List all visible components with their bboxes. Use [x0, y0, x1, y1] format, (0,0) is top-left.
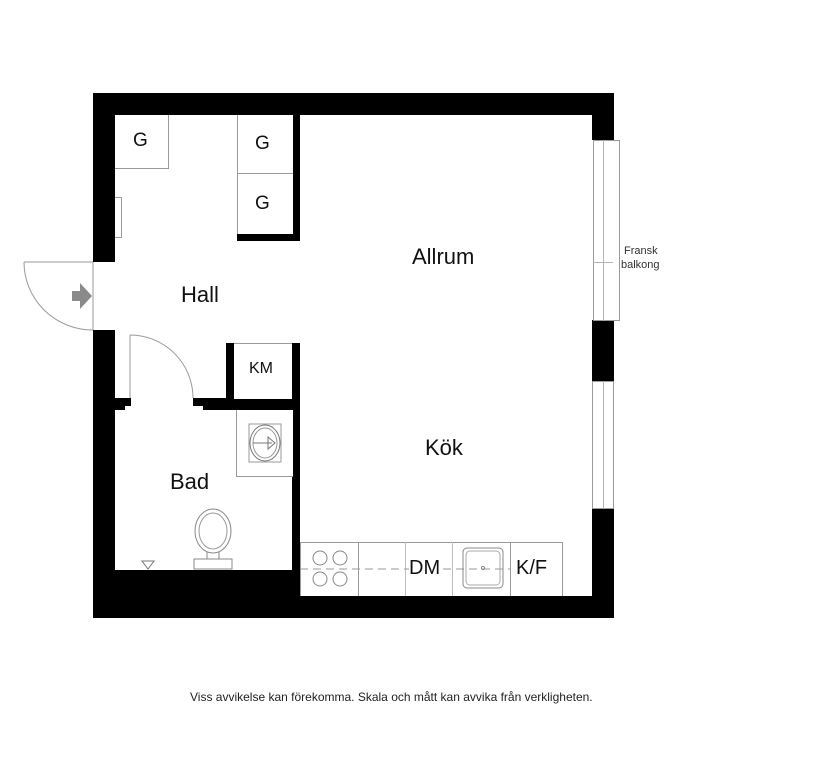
room-label-allrum: Allrum [412, 244, 475, 269]
wardrobe-lower-label: G [255, 193, 270, 214]
counter-dashed-line [300, 568, 510, 570]
stove-icon [312, 550, 348, 587]
counter-divider [452, 542, 453, 596]
room-label-hall: Hall [181, 282, 219, 307]
wall-bath-top-left [115, 398, 131, 406]
wardrobe-hall [115, 115, 169, 169]
wall-bath-top-right-step [203, 404, 300, 410]
wall-km-left [226, 343, 234, 410]
wall-bath-top-left-step [115, 404, 125, 410]
dishwasher-label: DM [409, 557, 441, 580]
washbasin-icon [248, 423, 282, 463]
wardrobe-upper [237, 115, 293, 174]
balcony-label-1: Fransk [624, 245, 658, 257]
toilet-icon [193, 508, 233, 570]
washing-machine-label: KM [249, 360, 273, 377]
wall-bath-top-right [193, 398, 300, 406]
wall-left-lower [93, 330, 115, 618]
wall-left-upper [93, 93, 115, 262]
floor-drain-icon [141, 560, 155, 570]
wall-wardrobe-right [292, 115, 300, 241]
window-line [593, 262, 613, 263]
hall-shelf [115, 197, 122, 238]
wall-bottom-bath [93, 570, 301, 618]
french-balcony-window [593, 140, 620, 321]
wardrobe-lower [237, 173, 293, 234]
washing-machine-box [234, 343, 292, 399]
wall-wardrobe-bottom [237, 233, 300, 241]
counter-divider [510, 542, 511, 596]
window-line [603, 140, 604, 321]
room-label-bad: Bad [170, 469, 210, 494]
window-line [603, 381, 604, 509]
wall-right-top [592, 93, 614, 140]
wardrobe-hall-label: G [133, 130, 148, 151]
wall-top [93, 93, 614, 115]
balcony-label-2: balkong [621, 259, 660, 271]
entrance-arrow-icon [72, 283, 92, 309]
fridge-freezer-label: K/F [516, 557, 548, 579]
sink-icon [462, 547, 504, 589]
disclaimer-text: Viss avvikelse kan förekomma. Skala och … [190, 690, 593, 704]
wall-km-right [292, 343, 300, 593]
wardrobe-upper-label: G [255, 133, 270, 154]
wall-right-mid [592, 320, 614, 381]
wall-right-bottom [592, 509, 614, 618]
room-label-kok: Kök [425, 435, 463, 460]
